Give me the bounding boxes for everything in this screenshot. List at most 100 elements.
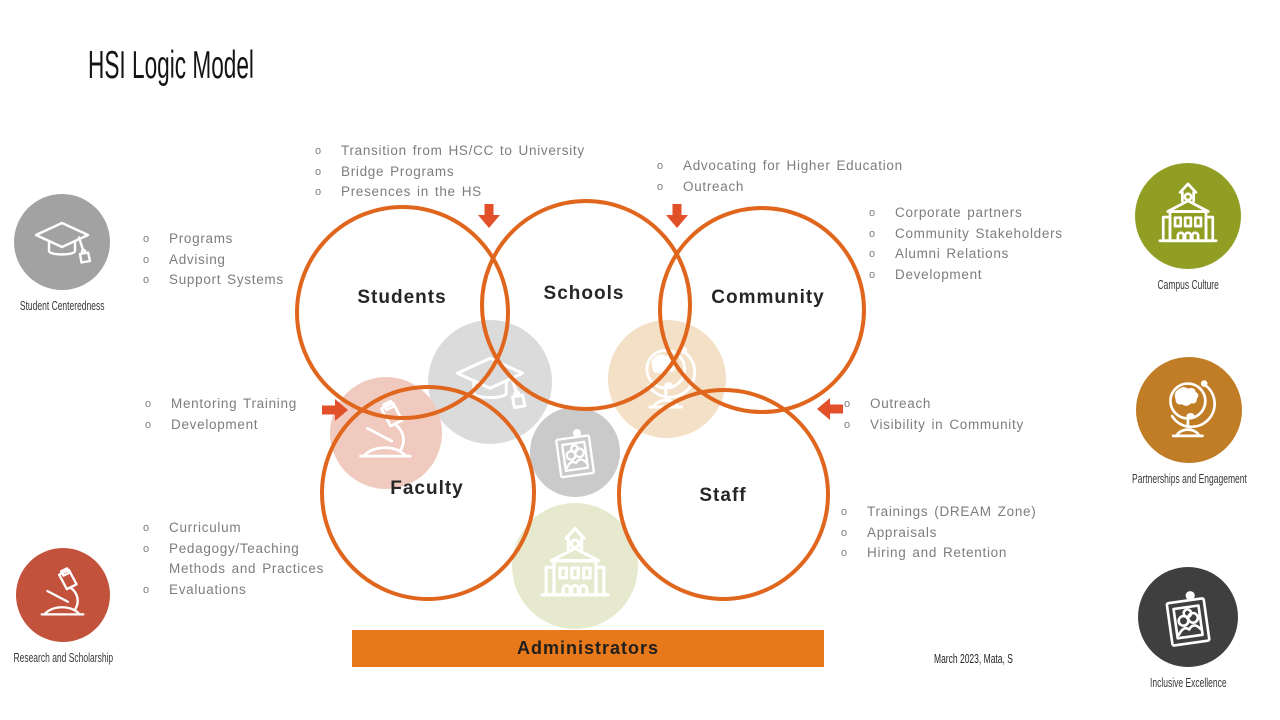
venn-ring-staff xyxy=(617,388,830,601)
list-item-text: Outreach xyxy=(870,396,932,411)
bullet-marker: o xyxy=(841,526,848,539)
list-item: o Advising xyxy=(143,250,284,271)
venn-ring-community xyxy=(658,206,866,414)
circle-label-schools: Schools xyxy=(543,283,625,304)
list-item: o Alumni Relations xyxy=(869,244,1063,265)
circle-label-staff: Staff xyxy=(699,485,747,506)
bullet-marker: o xyxy=(869,207,876,219)
bullet-marker: o xyxy=(844,398,851,410)
bullet-marker: o xyxy=(841,506,848,518)
list-item-text: Presences in the HS xyxy=(341,184,482,199)
badge-label: Research and Scholarship xyxy=(13,651,113,665)
list-item: o Community Stakeholders xyxy=(869,224,1063,245)
list-item: o Outreach xyxy=(657,177,903,198)
arrow-left-icon xyxy=(817,398,843,420)
list-item-text: Corporate partners xyxy=(895,205,1023,220)
list-item-text: Visibility in Community xyxy=(870,416,1024,432)
bullet-marker: o xyxy=(844,418,851,431)
list-item-text: Community Stakeholders xyxy=(895,225,1063,241)
bullet-marker: o xyxy=(869,227,876,240)
bullet-marker: o xyxy=(869,268,876,281)
bullet-marker: o xyxy=(869,248,876,260)
list-item: o Appraisals xyxy=(841,523,1036,544)
list-item: o Transition from HS/CC to University xyxy=(315,141,585,162)
globe-icon xyxy=(1169,380,1216,438)
circle-label-faculty: Faculty xyxy=(390,478,464,499)
footnote: March 2023, Mata, S xyxy=(934,652,1013,666)
list-item: o Outreach xyxy=(844,394,1024,415)
bullet-marker: o xyxy=(315,145,322,157)
watermark-photo xyxy=(530,407,620,497)
list-item: o Advocating for Higher Education xyxy=(657,156,903,177)
badge-circle xyxy=(1138,567,1238,667)
badge-label: Partnerships and Engagement xyxy=(1131,472,1247,486)
list-item: o Visibility in Community xyxy=(844,415,1024,436)
badge-circle xyxy=(1135,163,1241,269)
graduation-cap-icon xyxy=(34,221,92,264)
list-item-text: Evaluations xyxy=(169,581,247,597)
circle-label-community: Community xyxy=(711,287,825,308)
list-item-text: Advising xyxy=(169,251,226,267)
list-item-text: Advocating for Higher Education xyxy=(683,158,903,173)
badge-research-scholarship: Research and Scholarship xyxy=(13,548,113,665)
list-item: o Evaluations xyxy=(143,580,361,601)
bullet-marker: o xyxy=(657,180,664,193)
bullet-marker: o xyxy=(145,398,152,410)
watermark-school-building xyxy=(512,503,638,629)
venn-ring-faculty xyxy=(320,385,536,601)
list-item-text: Outreach xyxy=(683,178,745,194)
list-item: o Development xyxy=(145,415,297,436)
badge-circle xyxy=(16,548,110,642)
administrators-bar: Administrators xyxy=(352,630,824,667)
school-building-icon xyxy=(540,527,610,597)
arrow-right-icon xyxy=(322,399,348,421)
list-item-text: Development xyxy=(171,416,259,432)
arrow-down-icon xyxy=(478,204,500,228)
bullet-marker: o xyxy=(315,186,322,198)
list-item-text: Curriculum xyxy=(169,520,242,535)
badge-student-centeredness: Student Centeredness xyxy=(14,194,110,313)
list-item-text: Appraisals xyxy=(867,524,938,540)
list-item-text: Trainings (DREAM Zone) xyxy=(867,504,1037,519)
bullet-marker: o xyxy=(143,274,150,286)
badge-partnerships-engagement: Partnerships and Engagement xyxy=(1132,357,1246,486)
list-item: o Hiring and Retention xyxy=(841,543,1036,564)
badge-campus-culture: Campus Culture xyxy=(1135,163,1241,292)
list-item-text: Bridge Programs xyxy=(341,163,455,179)
badge-circle xyxy=(14,194,110,290)
list-item: o Corporate partners xyxy=(869,203,1063,224)
list-item-text: Alumni Relations xyxy=(895,246,1009,261)
list-item-text: Support Systems xyxy=(169,272,284,287)
microscope-icon xyxy=(40,567,85,616)
list-item-text: Transition from HS/CC to University xyxy=(341,143,585,158)
bullet-marker: o xyxy=(143,542,150,555)
badge-label: Student Centeredness xyxy=(19,299,105,313)
list-item-text: Hiring and Retention xyxy=(867,545,1008,560)
arrow-down-icon xyxy=(666,204,688,228)
bullet-marker: o xyxy=(143,583,150,596)
photo-icon xyxy=(555,429,595,479)
badge-circle xyxy=(1136,357,1242,463)
bullet-marker: o xyxy=(657,160,664,172)
badge-inclusive-excellence: Inclusive Excellence xyxy=(1138,567,1238,690)
bullet-marker: o xyxy=(143,233,150,245)
list-item: o Trainings (DREAM Zone) xyxy=(841,502,1036,523)
bullet-marker: o xyxy=(143,253,150,266)
bullet-marker: o xyxy=(841,547,848,559)
bullet-marker: o xyxy=(145,418,152,431)
photo-icon xyxy=(1165,591,1211,647)
page-title: HSI Logic Model xyxy=(88,44,254,87)
